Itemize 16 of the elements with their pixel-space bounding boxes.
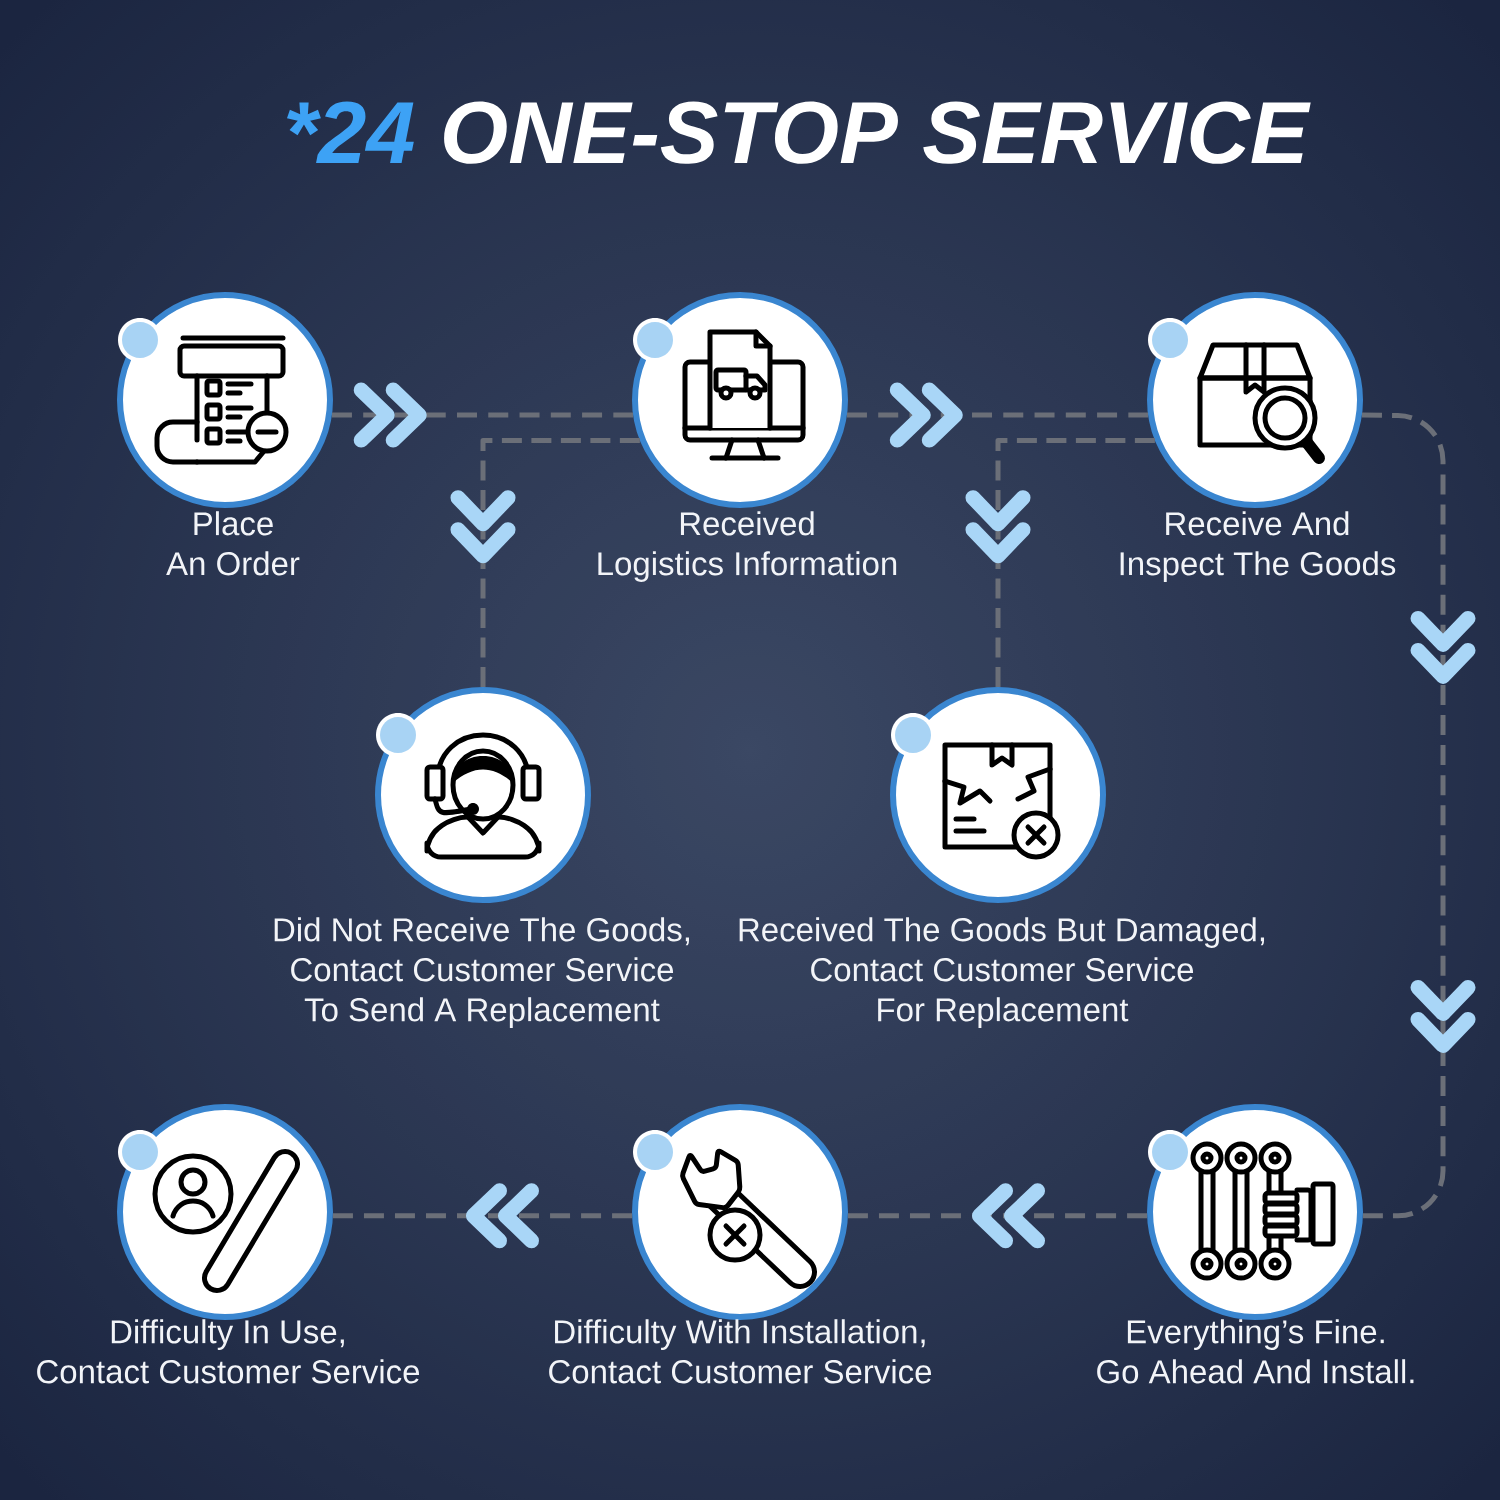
step-label: Receive And Inspect The Goods	[1120, 511, 1396, 582]
step-label: Everything’s Fine. Go Ahead And Install.	[1097, 1319, 1414, 1384]
arrow	[846, 382, 1149, 448]
title: *24 ONE-STOP SERVICE	[287, 101, 1311, 164]
arrow	[847, 1183, 1148, 1249]
step-label: Difficulty With Installation, Contact Customer Service	[549, 1319, 932, 1384]
arrow	[332, 1183, 633, 1249]
step-label: Difficulty In Use, Contact Customer Service	[37, 1319, 420, 1384]
step-label: Place An Order	[166, 511, 300, 576]
arrow	[450, 437, 640, 687]
arrow	[331, 382, 634, 448]
arrow	[1361, 412, 1476, 1219]
step-label: Received Logistics Information	[598, 511, 897, 582]
step-label: Received The Goods But Damaged, Contact Customer Service For Replacement	[739, 917, 1265, 1028]
step-label: Did Not Receive The Goods, Contact Customer Service To Send A Replacement	[274, 917, 689, 1028]
arrow	[965, 437, 1155, 687]
